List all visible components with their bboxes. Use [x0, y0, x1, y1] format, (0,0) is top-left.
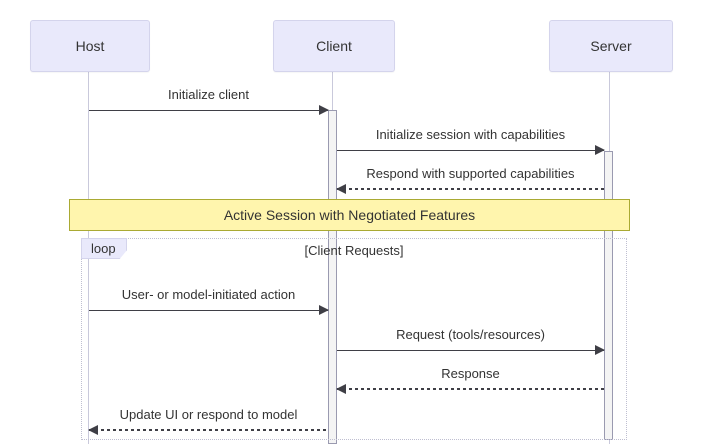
- message-label: Request (tools/resources): [396, 327, 545, 342]
- actor-server-label: Server: [590, 38, 632, 54]
- arrow-line-dashed: [337, 388, 604, 390]
- message-label: Initialize session with capabilities: [375, 127, 566, 142]
- actor-client-label: Client: [316, 38, 352, 54]
- message-label: Initialize client: [168, 87, 249, 102]
- arrow-line: [89, 110, 328, 111]
- arrowhead-right-icon: [595, 145, 605, 155]
- arrow-line: [89, 310, 328, 311]
- actor-server: Server: [549, 20, 673, 72]
- message-label: User- or model-initiated action: [121, 287, 296, 302]
- actor-host-label: Host: [75, 38, 105, 54]
- arrowhead-right-icon: [319, 305, 329, 315]
- arrowhead-right-icon: [319, 105, 329, 115]
- message-label: Response: [441, 366, 500, 381]
- arrowhead-left-icon: [88, 425, 98, 435]
- message-label: Update UI or respond to model: [119, 407, 298, 422]
- arrow-line: [337, 350, 604, 351]
- loop-condition: [Client Requests]: [304, 243, 404, 258]
- loop-frame: loop [Client Requests]: [81, 238, 627, 440]
- loop-keyword: loop: [81, 238, 127, 259]
- note-active-session: Active Session with Negotiated Features: [69, 199, 630, 231]
- arrowhead-left-icon: [336, 384, 346, 394]
- message-label: Respond with supported capabilities: [366, 166, 575, 181]
- arrow-line-dashed: [89, 429, 328, 431]
- note-label: Active Session with Negotiated Features: [223, 207, 476, 223]
- arrowhead-right-icon: [595, 345, 605, 355]
- arrowhead-left-icon: [336, 184, 346, 194]
- actor-client: Client: [273, 20, 395, 72]
- arrow-line-dashed: [337, 188, 604, 190]
- arrow-line: [337, 150, 604, 151]
- actor-host: Host: [30, 20, 150, 72]
